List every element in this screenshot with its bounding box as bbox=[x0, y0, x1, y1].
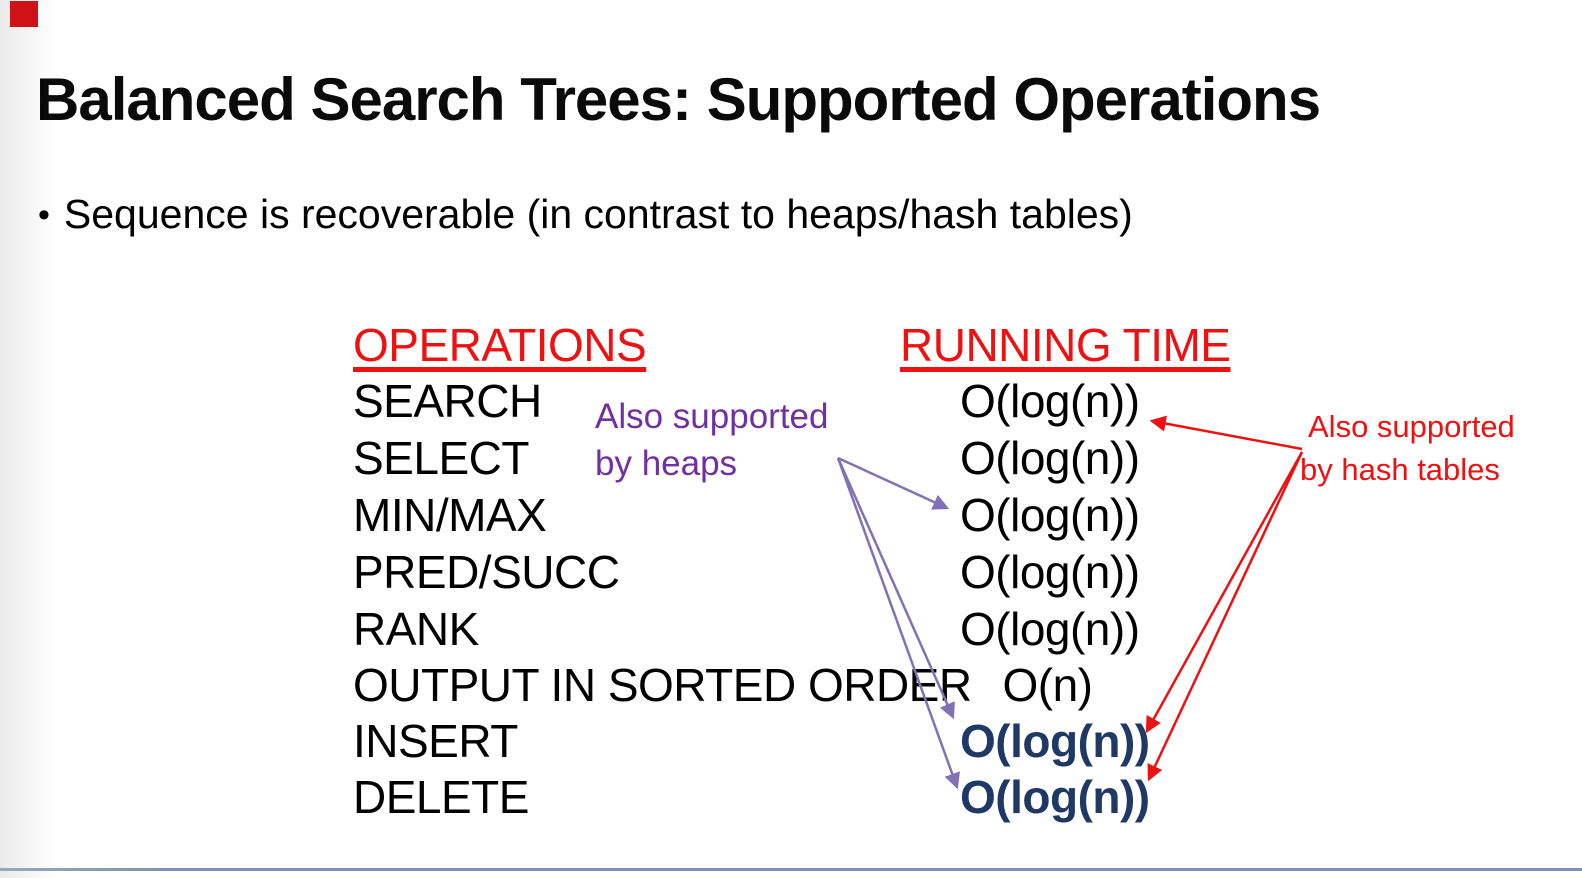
running-time-value: O(log(n)) bbox=[960, 432, 1140, 484]
bullet-line: • Sequence is recoverable (in contrast to… bbox=[38, 192, 1133, 237]
table-row: MIN/MAX O(log(n)) bbox=[353, 492, 1353, 542]
left-edge-gradient bbox=[0, 0, 58, 878]
red-square-decoration bbox=[10, 1, 38, 27]
running-time-value: O(n) bbox=[1002, 659, 1094, 711]
heaps-annotation-line1: Also supported bbox=[595, 397, 829, 436]
operations-column-header: OPERATIONS bbox=[353, 319, 647, 371]
hash-annotation-line1: Also supported bbox=[1308, 409, 1515, 444]
operation-name: DELETE bbox=[353, 771, 529, 823]
operation-name: SEARCH bbox=[353, 375, 542, 427]
running-time-value: O(log(n)) bbox=[960, 715, 1150, 767]
table-row: RANK O(log(n)) bbox=[353, 606, 1353, 656]
hash-tables-annotation: Also supported by hash tables bbox=[1300, 405, 1515, 491]
operations-table: OPERATIONS RUNNING TIME SEARCH O(log(n))… bbox=[353, 0, 1353, 878]
heaps-annotation-line2: by heaps bbox=[595, 444, 738, 483]
operation-name: OUTPUT IN SORTED ORDER bbox=[353, 659, 972, 711]
slide-title: Balanced Search Trees: Supported Operati… bbox=[36, 66, 1321, 133]
running-time-column-header: RUNNING TIME bbox=[900, 319, 1231, 371]
operation-name: MIN/MAX bbox=[353, 489, 547, 541]
table-header-row: OPERATIONS RUNNING TIME bbox=[353, 322, 1353, 372]
heaps-annotation: Also supported by heaps bbox=[595, 393, 828, 487]
running-time-value: O(log(n)) bbox=[960, 771, 1150, 823]
running-time-value: O(log(n)) bbox=[960, 546, 1140, 598]
running-time-value: O(log(n)) bbox=[960, 375, 1140, 427]
table-row: SELECT O(log(n)) bbox=[353, 435, 1353, 485]
running-time-value: O(log(n)) bbox=[960, 489, 1140, 541]
operation-name: PRED/SUCC bbox=[353, 546, 620, 598]
table-row: PRED/SUCC O(log(n)) bbox=[353, 549, 1353, 599]
slide-footer-line bbox=[0, 868, 1582, 871]
operation-name: RANK bbox=[353, 603, 479, 655]
table-row: INSERT O(log(n)) bbox=[353, 718, 1353, 768]
operation-name: INSERT bbox=[353, 715, 518, 767]
running-time-value: O(log(n)) bbox=[960, 603, 1140, 655]
table-row: SEARCH O(log(n)) bbox=[353, 378, 1353, 428]
operation-name: SELECT bbox=[353, 432, 529, 484]
hash-annotation-line2: by hash tables bbox=[1300, 452, 1500, 487]
table-row: DELETE O(log(n)) bbox=[353, 774, 1353, 824]
bullet-text: Sequence is recoverable (in contrast to … bbox=[63, 191, 1133, 237]
bullet-icon: • bbox=[38, 196, 50, 234]
table-row: OUTPUT IN SORTED ORDER O(n) bbox=[353, 662, 1353, 712]
